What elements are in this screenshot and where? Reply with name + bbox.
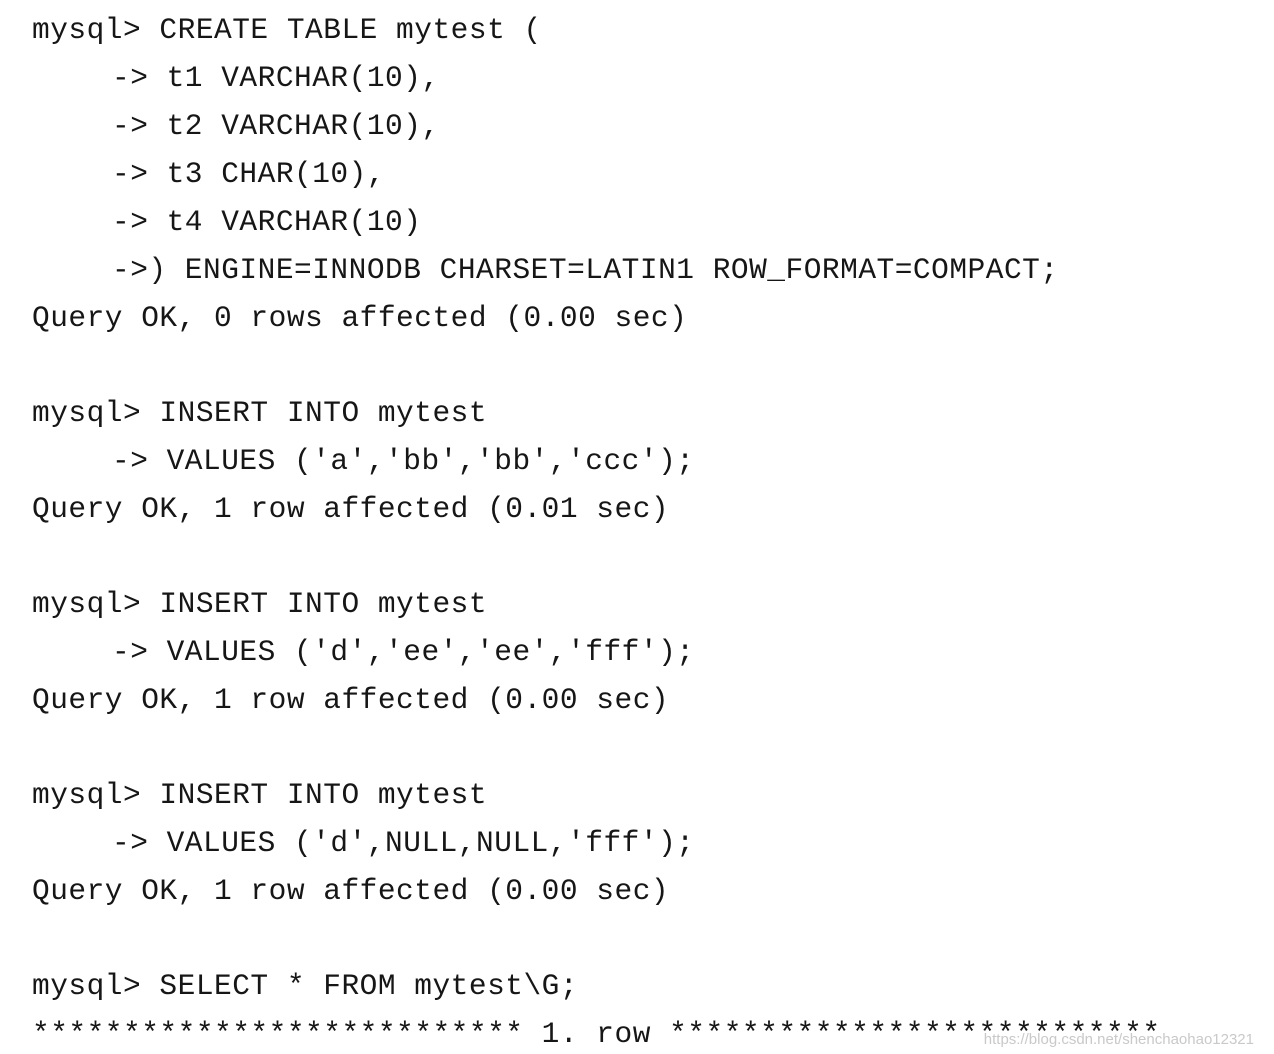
continuation-line: -> t1 VARCHAR(10), [112, 61, 440, 95]
prompt-line: mysql> CREATE TABLE mytest ( [32, 13, 542, 47]
continuation-line: -> t4 VARCHAR(10) [112, 205, 422, 239]
result-line: Query OK, 1 row affected (0.01 sec) [32, 492, 670, 526]
continuation-line: ->) ENGINE=INNODB CHARSET=LATIN1 ROW_FOR… [112, 253, 1059, 287]
result-line: Query OK, 0 rows affected (0.00 sec) [32, 301, 688, 335]
blank-line [32, 724, 1264, 771]
continuation-line: -> VALUES ('d','ee','ee','fff'); [112, 635, 695, 669]
prompt-line: mysql> INSERT INTO mytest [32, 396, 488, 430]
blank-line [32, 915, 1264, 962]
result-line: Query OK, 1 row affected (0.00 sec) [32, 683, 670, 717]
continuation-line: -> t3 CHAR(10), [112, 157, 386, 191]
row-separator-line: *************************** 1. row *****… [32, 1017, 1161, 1050]
continuation-line: -> VALUES ('a','bb','bb','ccc'); [112, 444, 695, 478]
terminal-output: mysql> CREATE TABLE mytest ( -> t1 VARCH… [32, 6, 1264, 1050]
continuation-line: -> t2 VARCHAR(10), [112, 109, 440, 143]
continuation-line: -> VALUES ('d',NULL,NULL,'fff'); [112, 826, 695, 860]
result-line: Query OK, 1 row affected (0.00 sec) [32, 874, 670, 908]
watermark-text: https://blog.csdn.net/shenchaohao12321 [983, 1031, 1254, 1048]
prompt-line: mysql> INSERT INTO mytest [32, 587, 488, 621]
blank-line [32, 533, 1264, 580]
blank-line [32, 342, 1264, 389]
prompt-line: mysql> SELECT * FROM mytest\G; [32, 969, 579, 1003]
prompt-line: mysql> INSERT INTO mytest [32, 778, 488, 812]
